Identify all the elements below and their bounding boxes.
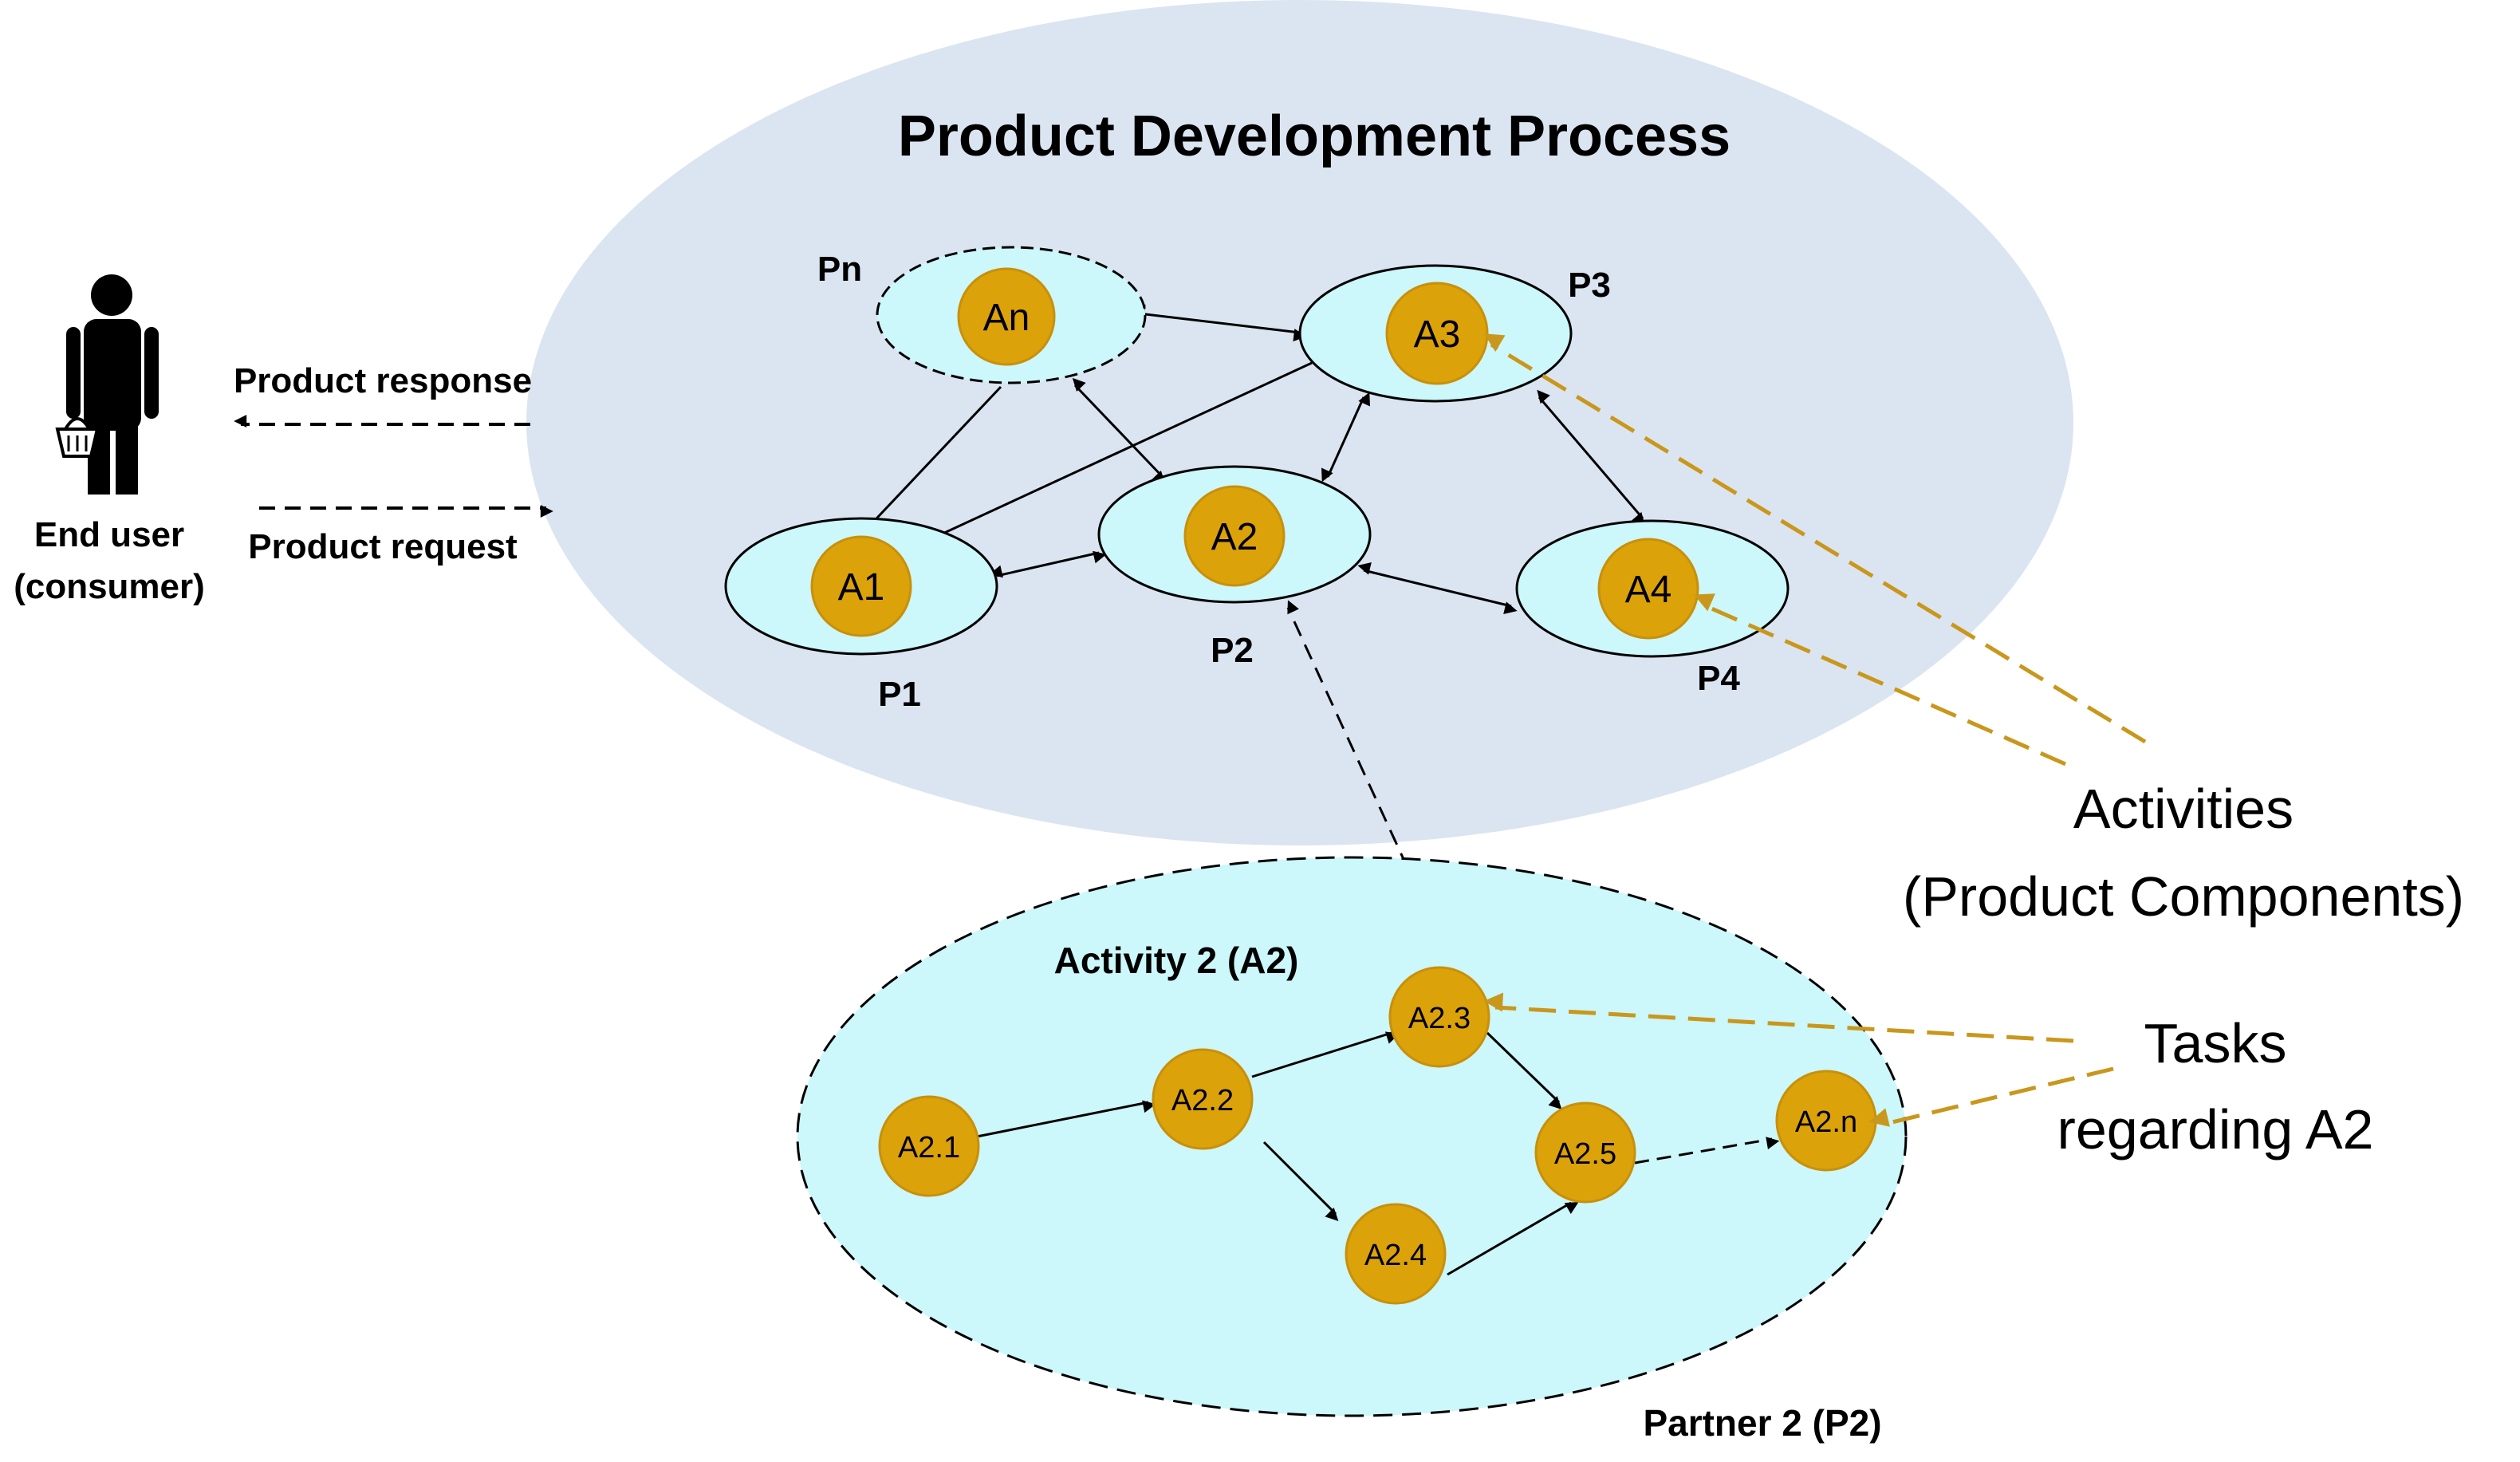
arrow-a1-a2 <box>989 550 1107 578</box>
activity-node-a4 <box>1597 538 1699 640</box>
activity-label-a4: A4 <box>1625 569 1672 611</box>
task-label-a25: A2.5 <box>1554 1137 1616 1171</box>
task-label-a23: A2.3 <box>1408 1002 1471 1035</box>
partner-p4: A4 P4 <box>1515 519 1790 698</box>
partner-p2: A2 P2 <box>1097 465 1372 670</box>
tasks-pointer-a23 <box>1483 992 2074 1043</box>
task-label-a24: A2.4 <box>1364 1239 1427 1272</box>
product-response-label: Product response <box>234 361 532 400</box>
activity-node-a3 <box>1385 282 1489 385</box>
activity-label-an: An <box>983 297 1030 339</box>
task-node-a2n: A2.n <box>1775 1070 1877 1172</box>
end-user-sublabel: (consumer) <box>14 567 205 606</box>
arrow-an-a3 <box>1132 304 1307 342</box>
activity-node-a2 <box>1183 485 1286 587</box>
task-arrow-a22-a24 <box>1262 1141 1339 1222</box>
end-user-icon <box>55 274 159 495</box>
product-request-label: Product request <box>248 527 518 566</box>
task-node-a23: A2.3 <box>1388 966 1490 1068</box>
partner-2-caption: Partner 2 (P2) <box>1643 1402 1881 1444</box>
task-label-a22: A2.2 <box>1171 1084 1234 1117</box>
partner-label-p3: P3 <box>1568 266 1611 305</box>
activity-label-a1: A1 <box>838 566 885 609</box>
activity-detail-ellipse <box>796 856 1908 1417</box>
partner-pn: An Pn <box>817 246 1147 384</box>
task-node-a24: A2.4 <box>1345 1203 1447 1305</box>
detail-link-arrow <box>1286 600 1409 869</box>
end-user-label: End user <box>34 515 184 554</box>
activities-note-line2: (Product Components) <box>1903 865 2464 928</box>
partner-label-p2: P2 <box>1211 631 1254 670</box>
task-label-a21: A2.1 <box>898 1131 960 1164</box>
partner-p1: A1 P1 <box>724 517 998 714</box>
activity-label-a2: A2 <box>1211 516 1258 558</box>
task-label-a2n: A2.n <box>1795 1105 1857 1139</box>
task-node-a21: A2.1 <box>878 1095 980 1197</box>
activity-detail-title: Activity 2 (A2) <box>1054 940 1299 981</box>
task-arrow-a23-a25 <box>1486 1031 1562 1109</box>
partner-label-p1: P1 <box>878 675 921 714</box>
partner-label-p4: P4 <box>1697 659 1740 698</box>
activity-node-an <box>957 267 1056 366</box>
task-arrow-a24-a25 <box>1447 1201 1579 1276</box>
task-arrow-a22-a23 <box>1251 1031 1400 1078</box>
task-arrow-a21-a22 <box>976 1100 1156 1138</box>
activities-pointer-a4 <box>1694 593 2067 766</box>
page-title: Product Development Process <box>898 104 1731 168</box>
partner-p3: A3 P3 <box>1298 264 1611 403</box>
arrow-a2-a4 <box>1357 562 1518 614</box>
tasks-note-line2: regarding A2 <box>2057 1098 2374 1161</box>
partner-label-pn: Pn <box>817 250 862 289</box>
arrow-a3-a2 <box>1321 392 1370 483</box>
activity-label-a3: A3 <box>1414 313 1461 356</box>
task-arrow-a25-a2n <box>1634 1137 1780 1164</box>
shopping-basket-icon <box>55 417 100 458</box>
activities-note-line1: Activities <box>2073 778 2294 840</box>
activities-pointer-a3 <box>1483 333 2147 744</box>
tasks-note-line1: Tasks <box>2144 1012 2287 1074</box>
task-node-a25: A2.5 <box>1534 1101 1636 1204</box>
arrow-a3-a4 <box>1537 389 1645 526</box>
connector-an-a1 <box>864 385 1002 532</box>
activity-node-a1 <box>810 535 912 637</box>
arrow-an-a2 <box>1072 377 1166 485</box>
task-node-a22: A2.2 <box>1152 1048 1254 1150</box>
